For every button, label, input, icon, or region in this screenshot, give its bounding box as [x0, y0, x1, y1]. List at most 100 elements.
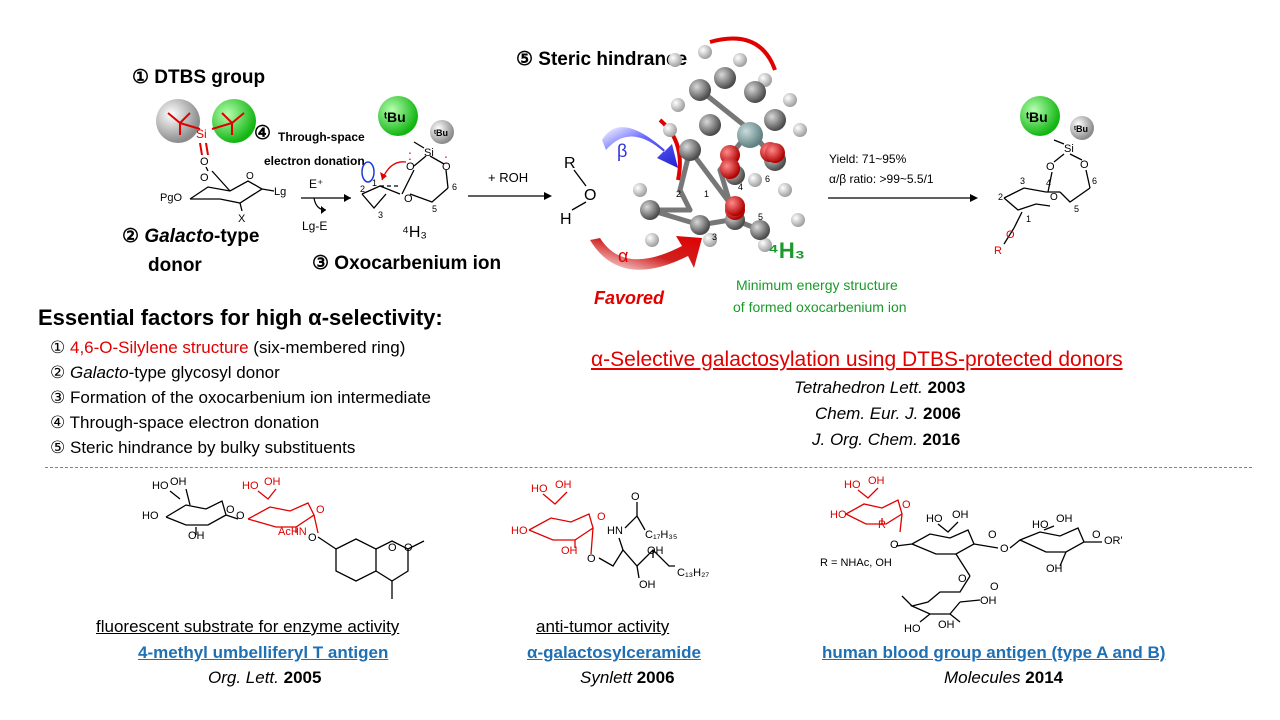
svg-text:1: 1: [372, 178, 377, 188]
svg-text:O: O: [597, 511, 606, 523]
svg-text::: :: [408, 147, 412, 163]
svg-text:X: X: [238, 213, 246, 225]
svg-text:OR': OR': [1104, 535, 1123, 547]
svg-text:O: O: [631, 491, 640, 503]
svg-text:PgO: PgO: [160, 192, 182, 204]
svg-text:ᵗBu: ᵗBu: [1026, 109, 1048, 125]
main-title: α-Selective galactosylation using DTBS-p…: [591, 348, 1123, 371]
svg-text:O: O: [404, 542, 413, 554]
svg-text:HO: HO: [511, 525, 528, 537]
svg-text:3: 3: [712, 232, 717, 242]
yield-label: Yield: 71~95%: [829, 152, 907, 166]
factor-item-3: ③ Formation of the oxocarbenium ion inte…: [50, 388, 431, 407]
svg-text:O: O: [584, 187, 596, 204]
factor-item-5: ⑤ Steric hindrance by bulky substituents: [50, 438, 356, 457]
product-arrow: [828, 194, 978, 202]
donor-label: donor: [148, 255, 202, 276]
svg-text:C₁₃H₂₇: C₁₃H₂₇: [677, 567, 709, 579]
svg-text:2: 2: [360, 184, 365, 194]
through-space-label: Through-space: [278, 130, 365, 144]
svg-text:O: O: [990, 581, 999, 593]
svg-text:OH: OH: [868, 475, 885, 487]
galacto-type-label: ② Galacto-type: [122, 226, 260, 247]
galactosylceramide-description: anti-tumor activity: [536, 617, 670, 636]
svg-text:AcHN: AcHN: [278, 526, 307, 538]
svg-text:OH: OH: [188, 530, 205, 542]
dtbs-donor-structure: Si O O PgO Lg X O: [156, 99, 286, 225]
plus-roh-label: + ROH: [488, 170, 529, 185]
svg-text:Si: Si: [1064, 143, 1074, 155]
alpha-arrow: [590, 236, 702, 270]
svg-text:HO: HO: [904, 623, 921, 635]
svg-text:O: O: [890, 539, 899, 551]
svg-text:Lg: Lg: [274, 186, 286, 198]
svg-text:HO: HO: [844, 479, 861, 491]
svg-text:OH: OH: [1046, 563, 1063, 575]
svg-text:5: 5: [758, 212, 763, 222]
svg-text:R: R: [994, 245, 1002, 257]
svg-text:1: 1: [704, 189, 709, 199]
svg-text:3: 3: [378, 210, 383, 220]
si-atom: [737, 122, 763, 148]
svg-text:O: O: [442, 161, 451, 173]
galactosylceramide-reference: Synlett 2006: [580, 668, 675, 687]
svg-text:5: 5: [432, 204, 437, 214]
svg-text:Si: Si: [424, 147, 434, 159]
oxocarbenium-label: ③ Oxocarbenium ion: [312, 253, 502, 274]
svg-text:HO: HO: [152, 480, 169, 492]
svg-text:HO: HO: [142, 510, 159, 522]
umbelliferyl-reference: Org. Lett. 2005: [208, 668, 322, 687]
svg-text:4: 4: [738, 182, 743, 192]
svg-text:O: O: [1050, 192, 1058, 203]
svg-text:HN: HN: [607, 525, 623, 537]
h3-label-left: ⁴H₃: [402, 224, 427, 241]
svg-text:OH: OH: [1056, 513, 1073, 525]
galactosylceramide-name[interactable]: α-galactosylceramide: [527, 643, 701, 662]
svg-text:O: O: [1006, 229, 1015, 241]
factors-heading: Essential factors for high α-selectivity…: [38, 305, 443, 330]
factor-item-1: ① 4,6-O-Silylene structure (six-membered…: [50, 338, 406, 357]
si-label: Si: [196, 127, 207, 141]
svg-text:6: 6: [765, 174, 770, 184]
section-divider: [45, 467, 1252, 468]
min-energy-label-1: Minimum energy structure: [736, 277, 898, 293]
svg-text:O: O: [316, 504, 325, 516]
svg-text:ᵗBu: ᵗBu: [1074, 124, 1088, 134]
ratio-label: α/β ratio: >99~5.5/1: [829, 172, 934, 186]
blood-group-antigen-name[interactable]: human blood group antigen (type A and B): [822, 643, 1166, 662]
svg-text:OH: OH: [264, 476, 281, 488]
svg-text:O: O: [902, 499, 911, 511]
svg-text:O: O: [587, 553, 596, 565]
svg-text:O: O: [308, 532, 317, 544]
svg-text:OH: OH: [952, 509, 969, 521]
svg-text:OH: OH: [170, 476, 187, 488]
svg-text:4: 4: [1046, 178, 1051, 188]
r-label: R: [564, 155, 576, 172]
svg-text:C₁₇H₃₅: C₁₇H₃₅: [645, 529, 677, 541]
svg-text:O: O: [958, 573, 967, 585]
tbu-label-green: ᵗBu: [384, 109, 406, 125]
svg-text:HO: HO: [242, 480, 259, 492]
min-energy-label-2: of formed oxocarbenium ion: [733, 299, 907, 315]
reference-3: J. Org. Chem. 2016: [812, 430, 961, 449]
svg-text:6: 6: [1092, 176, 1097, 186]
svg-text:2: 2: [998, 192, 1003, 202]
svg-text:O: O: [1080, 159, 1089, 171]
umbelliferyl-name[interactable]: 4-methyl umbelliferyl T antigen: [138, 643, 389, 662]
h3-label-center: ⁴H₃: [768, 238, 805, 263]
svg-text:O: O: [988, 529, 997, 541]
svg-text:6: 6: [452, 182, 457, 192]
roh-nucleophile: R O H: [560, 155, 596, 228]
blood-group-antigen-reference: Molecules 2014: [944, 668, 1064, 687]
oxocarbenium-structure: ᵗBu ᵗBu Si O O O 2 1 3 5 6 : :: [360, 96, 457, 220]
svg-text:R = NHAc, OH: R = NHAc, OH: [820, 557, 892, 569]
svg-text:O: O: [246, 171, 254, 182]
svg-text:O: O: [236, 510, 245, 522]
svg-text:OH: OH: [555, 479, 572, 491]
svg-text:OH: OH: [561, 545, 578, 557]
svg-text:O: O: [1092, 529, 1101, 541]
factor-item-4: ④ Through-space electron donation: [50, 413, 320, 432]
3d-model-structure: 4 6 2 1 3 5: [590, 36, 807, 270]
